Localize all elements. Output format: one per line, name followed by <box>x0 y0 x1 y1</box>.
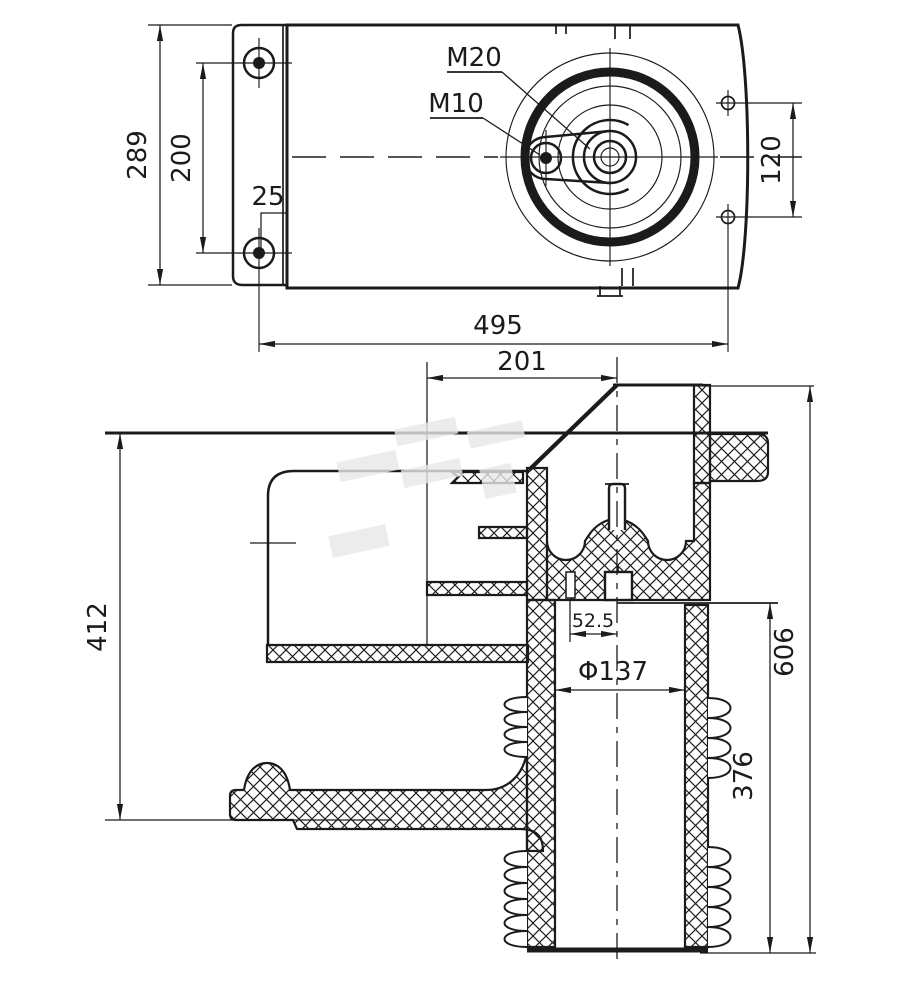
dim-52-5-label: 52.5 <box>572 610 614 632</box>
box-bottom-plate <box>265 643 530 664</box>
contact-pin <box>477 525 529 540</box>
fins-lower-left <box>503 850 528 948</box>
dim-495-label: 495 <box>473 311 523 341</box>
plan-view: 289 200 25 M20 M10 120 <box>123 23 806 352</box>
dim-phi137-label: Φ137 <box>578 657 648 687</box>
dim-495: 495 <box>259 311 728 348</box>
label-m10: M10 <box>428 89 541 156</box>
dim-289: 289 <box>123 24 232 286</box>
terminal-slope-edge <box>527 383 619 472</box>
dim-120: 120 <box>757 103 797 217</box>
mounting-plate-outline <box>231 23 289 287</box>
dim-376: 376 <box>729 603 774 953</box>
dim-606-label: 606 <box>770 627 800 677</box>
fins-upper-left <box>503 696 528 758</box>
dim-412: 412 <box>83 433 124 820</box>
m10-text: M10 <box>428 89 484 119</box>
fins-lower-right <box>707 846 732 948</box>
edge-notches <box>555 25 634 297</box>
bushing-right-wall <box>683 603 710 949</box>
dim-606: 606 <box>770 386 814 953</box>
inner-bottom-plate <box>425 580 529 597</box>
dim-phi137: Φ137 <box>555 657 685 694</box>
watermark <box>328 416 526 558</box>
dim-25-label: 25 <box>251 182 284 212</box>
side-bolt-holes <box>716 90 802 352</box>
fins-upper-right <box>707 697 732 779</box>
label-m20: M20 <box>446 43 591 150</box>
top-flange <box>708 432 770 483</box>
housing-outline <box>285 23 750 290</box>
dim-200-label: 200 <box>167 133 197 183</box>
dim-412-label: 412 <box>83 602 113 652</box>
dim-120-label: 120 <box>757 135 787 185</box>
section-view: 201 412 52.5 Φ137 376 606 <box>83 347 816 963</box>
m20-text: M20 <box>446 43 502 73</box>
dim-289-label: 289 <box>123 130 153 180</box>
contact-block <box>603 570 634 602</box>
terminal-right-wall <box>692 383 712 485</box>
dim-25: 25 <box>251 182 286 248</box>
side-arm <box>228 751 545 853</box>
boss-centerlines <box>292 48 806 266</box>
contact-slot <box>565 571 576 599</box>
bell-left-wall <box>525 466 549 602</box>
cam-boss <box>523 129 611 186</box>
mechanism-box-outline <box>266 469 529 645</box>
dim-52-5: 52.5 <box>569 600 617 642</box>
plate-bolt-holes <box>196 38 292 352</box>
dim-201-label: 201 <box>497 347 547 377</box>
dim-200: 200 <box>167 63 207 253</box>
bushing-left-wall <box>525 598 557 949</box>
dim-376-label: 376 <box>729 751 759 801</box>
shed-fins <box>503 696 732 948</box>
dim-201: 201 <box>427 347 617 382</box>
